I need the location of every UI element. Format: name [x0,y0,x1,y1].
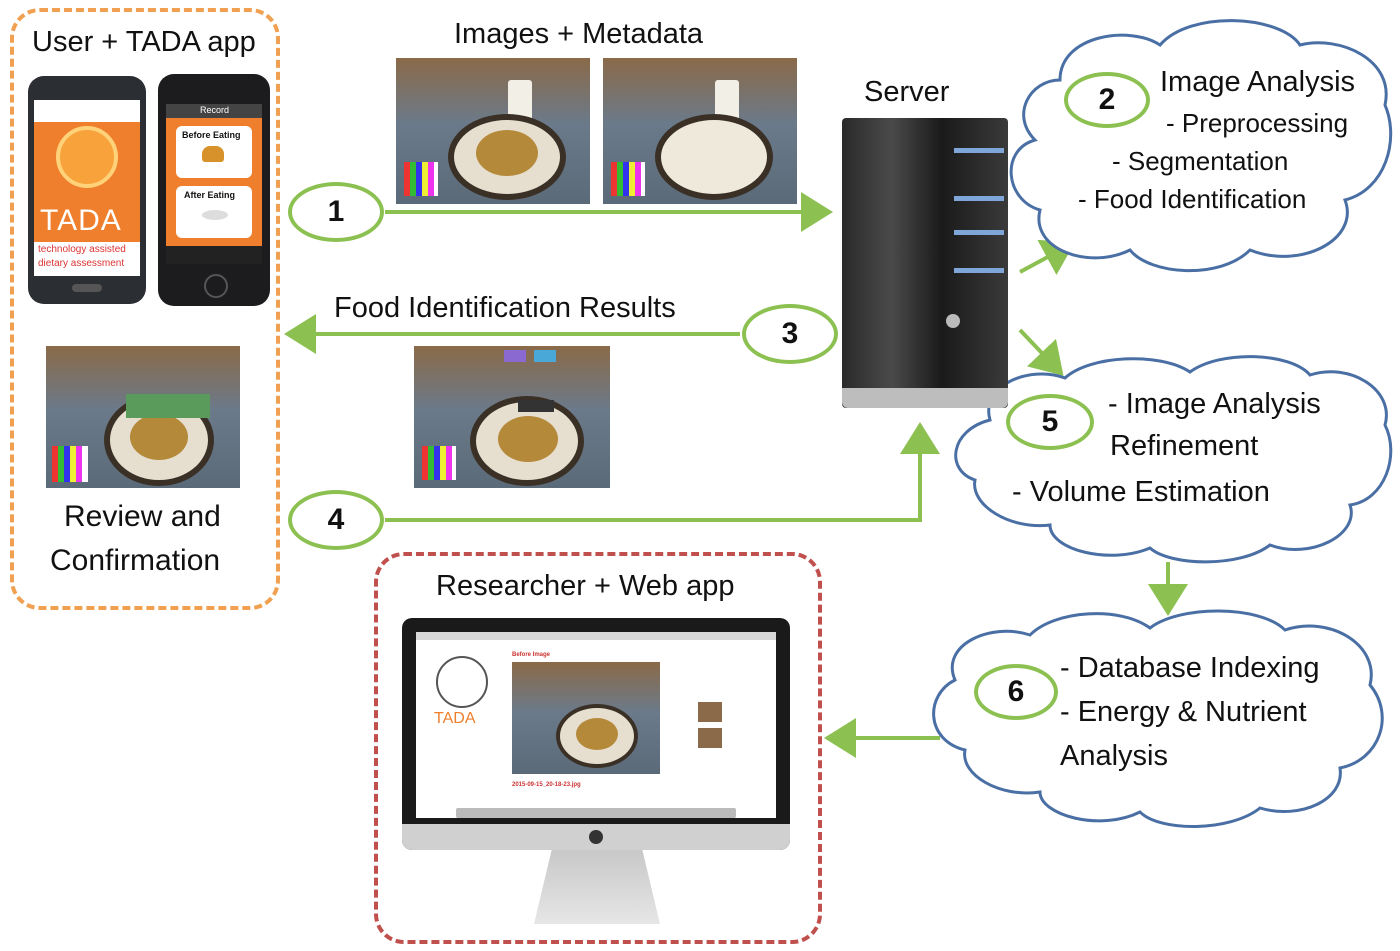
user-app-box [10,8,280,610]
thumbnail-after[interactable] [698,728,722,748]
after-eating-button[interactable]: After Eating [176,186,252,238]
researcher-box [374,552,822,944]
analysis-item: Analysis [1060,740,1168,772]
segmentation-item: - Segmentation [1112,146,1289,176]
results-photo [414,346,610,488]
label-tag-icon [504,350,526,362]
orange-slice-icon [56,126,118,188]
arrow-server-to-refinement [1018,328,1064,376]
color-checker-icon [404,162,438,196]
server-tower [842,118,1008,408]
energy-nutrient-item: - Energy & Nutrient [1060,696,1307,728]
hp-logo-icon [946,314,960,328]
food-icon [576,718,618,750]
food-label-tag [126,394,210,418]
food-identification-item: - Food Identification [1078,184,1307,214]
web-app-before-photo [512,662,660,774]
color-checker-icon [52,446,88,482]
color-checker-icon [422,446,456,480]
image-analysis-refinement-line2: Refinement [1110,430,1259,462]
imac-stand [534,850,660,924]
review-photo [46,346,240,488]
review-label-1: Review and [64,500,221,533]
burger-icon [202,146,224,162]
color-checker-icon [611,162,645,196]
food-icon [498,416,558,462]
android-screen: TADA technology assisted dietary assessm… [34,100,140,276]
tada-logo-text: TADA [40,204,122,237]
server-label: Server [864,76,950,108]
researcher-title: Researcher + Web app [436,570,735,602]
tada-tagline-2: dietary assessment [38,258,125,269]
before-meal-photo [396,58,590,204]
web-app-heading: Before Image [512,652,551,658]
tada-small-logo: TADA [434,710,476,727]
preprocessing-item: - Preprocessing [1166,108,1349,138]
user-box-title: User + TADA app [32,26,256,58]
step-4: 4 [288,490,384,550]
university-seal-icon [436,656,488,708]
step-1: 1 [288,182,384,242]
food-icon [476,130,538,176]
arrow-4 [385,422,940,522]
label-tag-icon [534,350,556,362]
food-icon [130,414,188,460]
image-analysis-refinement-line1: - Image Analysis [1108,388,1321,420]
web-app-screen: TADA Before Image 2015-09-15_20-18-23.jp… [416,632,776,818]
step-6: 6 [974,664,1058,720]
images-metadata-title: Images + Metadata [454,18,704,50]
tada-tagline-1: technology assisted [38,244,126,255]
empty-plate-icon [202,210,228,220]
thumbnail-before[interactable] [698,702,722,722]
step-2: 2 [1064,72,1150,128]
empty-plate-icon [655,114,773,200]
android-phone: TADA technology assisted dietary assessm… [28,76,146,304]
dock-bar [456,808,736,818]
food-identification-results-label: Food Identification Results [334,292,676,324]
imac-monitor: TADA Before Image 2015-09-15_20-18-23.jp… [402,618,790,850]
database-indexing-item: - Database Indexing [1060,652,1320,684]
volume-estimation-item: - Volume Estimation [1012,476,1270,508]
iphone-screen: Record Before Eating After Eating [166,104,262,264]
step-5: 5 [1006,394,1094,450]
review-label-2: Confirmation [50,544,221,577]
label-tag-icon [518,400,554,412]
web-app-file-name: 2015-09-15_20-18-23.jpg [512,782,581,788]
record-title: Record [200,105,230,115]
step-3: 3 [742,304,838,364]
before-eating-button[interactable]: Before Eating [176,126,252,178]
cloud-database [932,609,1384,828]
image-analysis-title: Image Analysis [1160,66,1356,98]
after-meal-photo [603,58,797,204]
iphone: Record Before Eating After Eating [158,74,270,306]
apple-logo-icon [589,830,603,844]
home-button-icon [204,274,228,298]
